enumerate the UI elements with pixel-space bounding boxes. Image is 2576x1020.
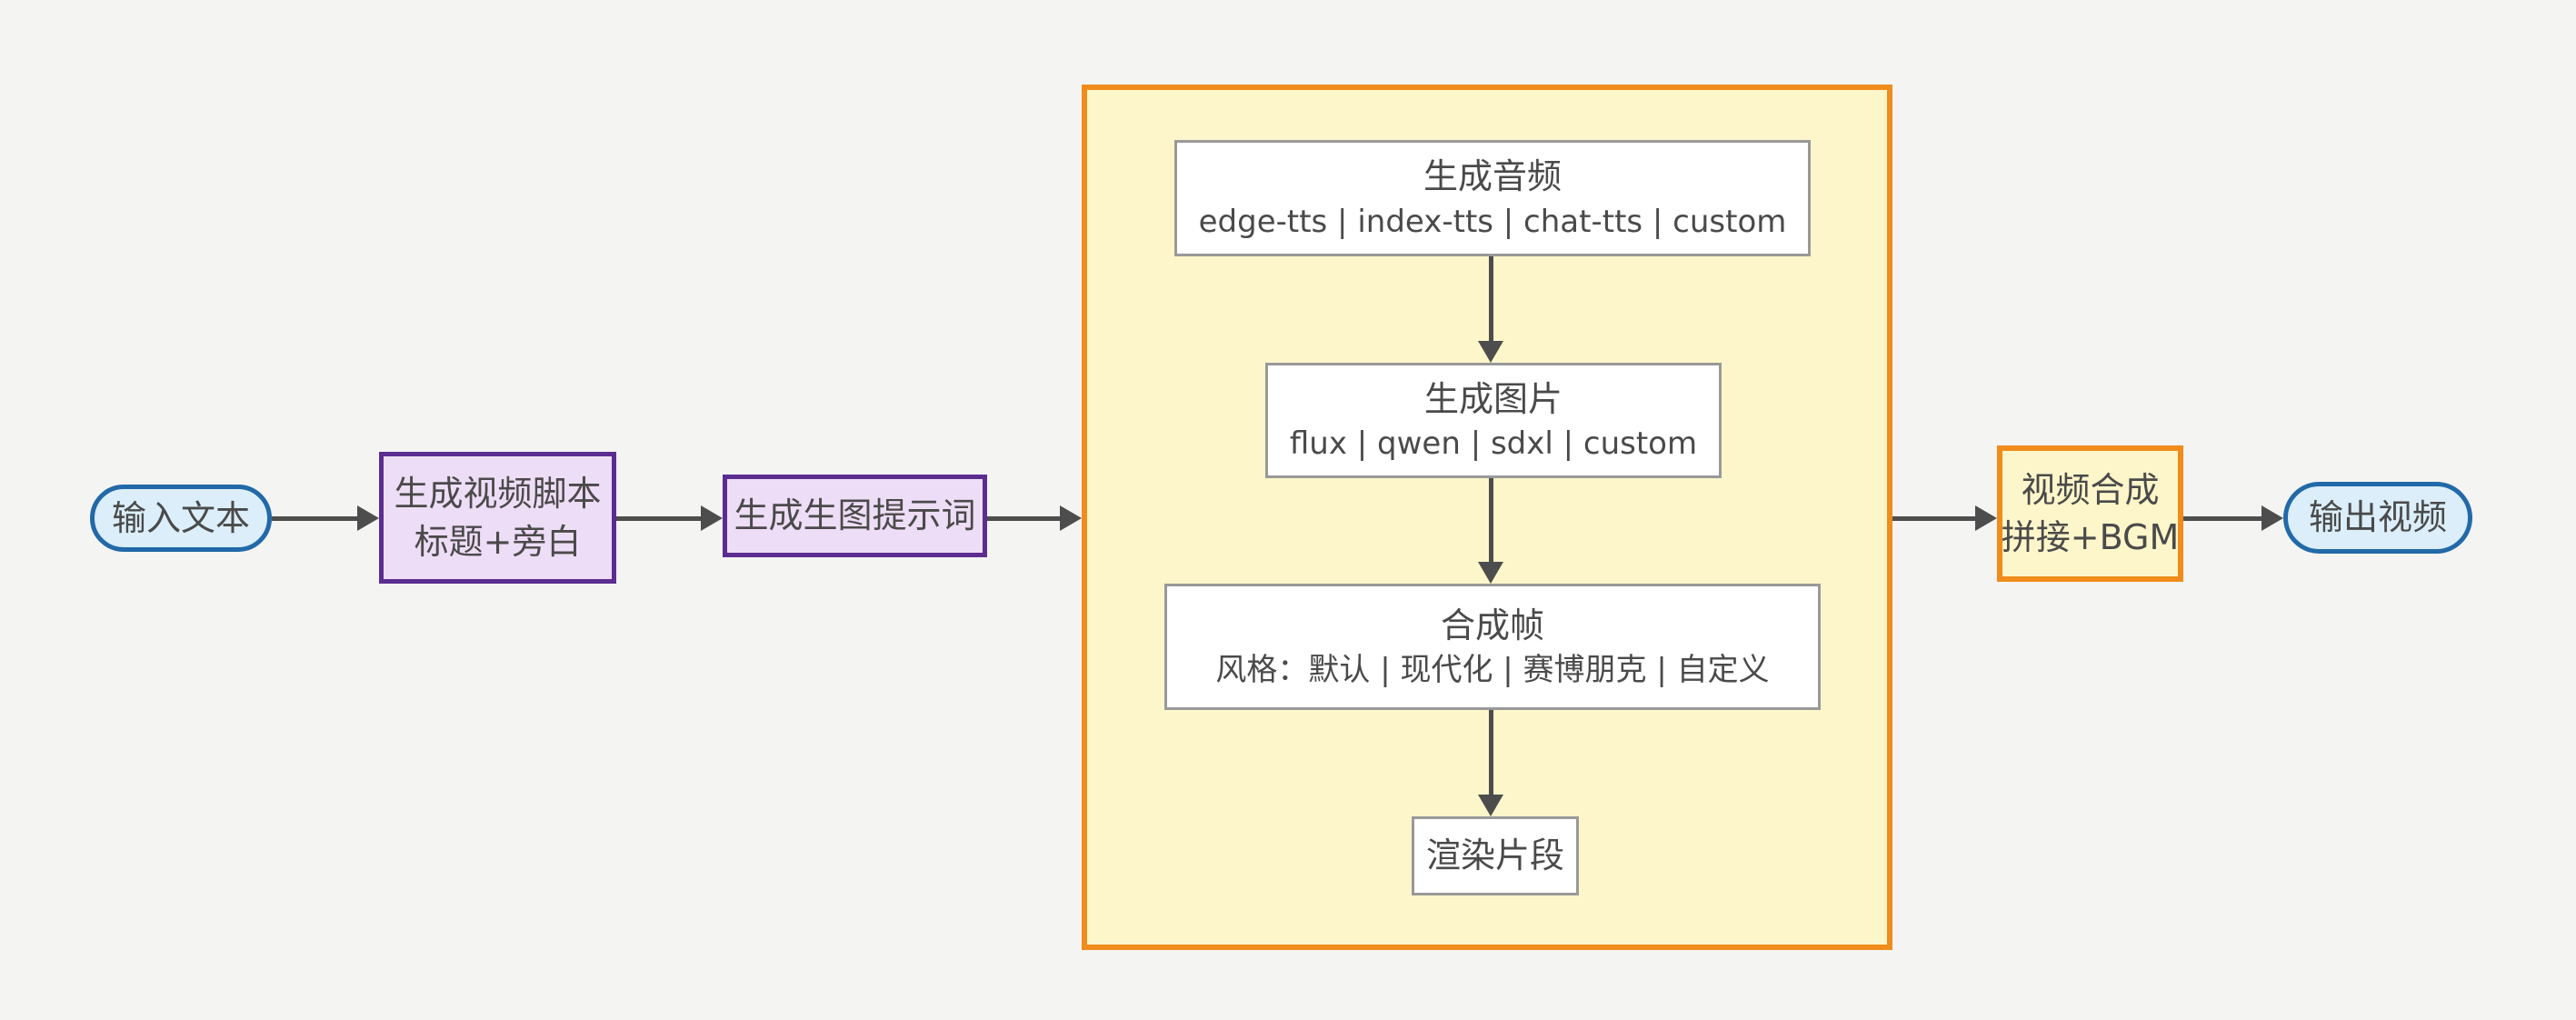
node-compose-frame: 合成帧 风格：默认 | 现代化 | 赛博朋克 | 自定义 xyxy=(1164,584,1821,710)
edge-shaft xyxy=(1488,710,1493,798)
arrowhead-down-icon xyxy=(1478,341,1503,363)
node-generate-script-line1: 生成视频脚本 xyxy=(394,474,602,515)
edge-script-to-prompt xyxy=(616,505,723,531)
arrowhead-down-icon xyxy=(1478,795,1503,816)
edge-shaft xyxy=(616,515,704,521)
node-generate-audio-title: 生成音频 xyxy=(1423,156,1562,197)
node-render-segment-label: 渲染片段 xyxy=(1425,835,1564,876)
arrowhead-right-icon xyxy=(701,505,723,531)
arrowhead-right-icon xyxy=(357,505,379,531)
node-generate-image: 生成图片 flux | qwen | sdxl | custom xyxy=(1265,363,1722,478)
node-generate-audio-options: edge-tts | index-tts | chat-tts | custom xyxy=(1198,203,1787,240)
edge-shaft xyxy=(1488,478,1493,565)
edge-image-to-frame xyxy=(1478,478,1503,584)
node-generate-script-line2: 标题+旁白 xyxy=(414,521,582,562)
arrowhead-down-icon xyxy=(1478,562,1503,584)
node-generate-image-prompt-label: 生成生图提示词 xyxy=(734,495,976,536)
node-generate-image-title: 生成图片 xyxy=(1423,378,1563,419)
node-compose-frame-title: 合成帧 xyxy=(1440,605,1544,645)
node-generate-image-prompt: 生成生图提示词 xyxy=(723,475,987,557)
node-video-compose-line1: 视频合成 xyxy=(2021,469,2160,510)
node-input-text: 输入文本 xyxy=(90,485,272,552)
edge-shaft xyxy=(987,515,1063,521)
node-video-compose: 视频合成 拼接+BGM xyxy=(1997,445,2183,582)
node-output-video: 输出视频 xyxy=(2283,482,2472,554)
edge-prompt-to-subgraph xyxy=(987,505,1082,531)
arrowhead-right-icon xyxy=(1975,505,1997,531)
arrowhead-right-icon xyxy=(2261,505,2283,531)
node-video-compose-line2: 拼接+BGM xyxy=(2001,517,2180,557)
node-generate-script: 生成视频脚本 标题+旁白 xyxy=(379,452,616,584)
edge-shaft xyxy=(1892,515,1979,521)
edge-audio-to-image xyxy=(1478,256,1503,363)
edge-shaft xyxy=(1488,256,1493,345)
edge-input-to-script xyxy=(272,505,379,531)
edge-shaft xyxy=(272,515,361,521)
node-generate-image-options: flux | qwen | sdxl | custom xyxy=(1289,425,1698,463)
node-render-segment: 渲染片段 xyxy=(1412,816,1579,895)
node-output-video-label: 输出视频 xyxy=(2308,497,2447,538)
edge-subgraph-to-compose xyxy=(1892,505,1997,531)
node-input-text-label: 输入文本 xyxy=(111,497,250,538)
edge-shaft xyxy=(2183,515,2265,521)
node-generate-audio: 生成音频 edge-tts | index-tts | chat-tts | c… xyxy=(1174,140,1811,256)
arrowhead-right-icon xyxy=(1060,505,1082,531)
edge-frame-to-render xyxy=(1478,710,1503,816)
node-compose-frame-options: 风格：默认 | 现代化 | 赛博朋克 | 自定义 xyxy=(1215,652,1770,689)
edge-compose-to-output xyxy=(2183,505,2283,531)
